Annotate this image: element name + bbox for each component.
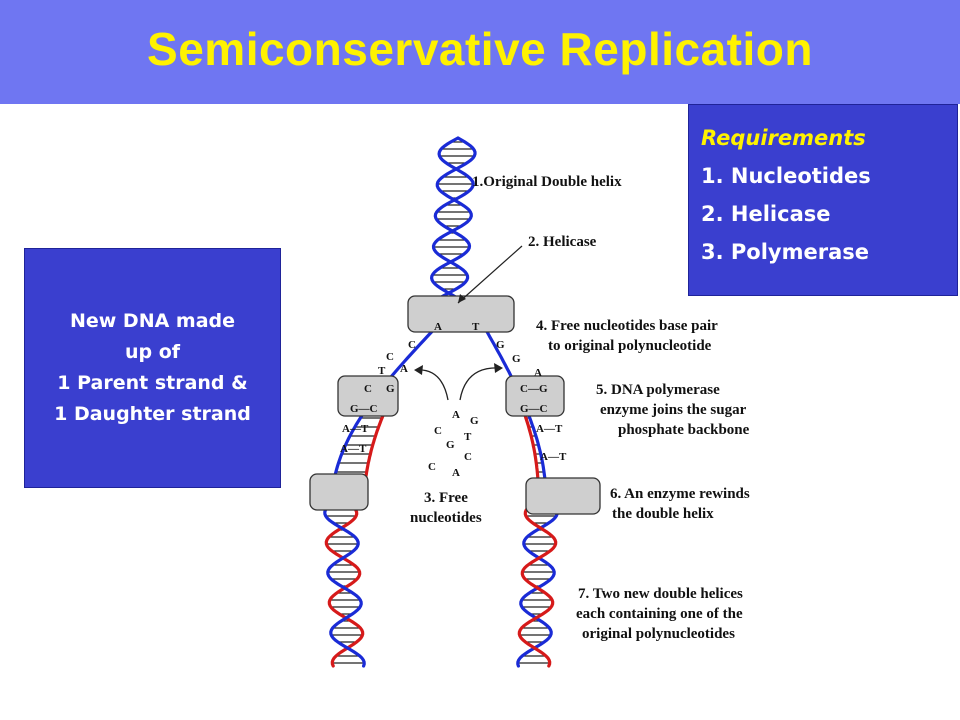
label-two-helices-1: 7. Two new double helices: [578, 586, 743, 602]
base-letter: A—T: [342, 423, 369, 435]
parent-strand-top-a: [431, 136, 477, 304]
parent-strand-left-helix: [323, 496, 366, 668]
requirements-heading: Requirements: [701, 126, 866, 150]
base-letter: G: [512, 353, 521, 365]
base-letter: T: [472, 321, 480, 333]
label-free-nucleotides-2: to original polynucleotide: [548, 338, 712, 354]
info-line-2: up of: [124, 341, 181, 363]
base-letter: C: [386, 351, 394, 363]
free-nucleotide: T: [464, 431, 472, 443]
label-polymerase-2: enzyme joins the sugar: [600, 402, 747, 418]
info-line-4: 1 Daughter strand: [54, 403, 251, 425]
requirements-box: Requirements 1. Nucleotides 2. Helicase …: [688, 104, 958, 296]
base-letter: G: [496, 339, 505, 351]
base-letter: A—T: [340, 443, 367, 455]
free-nucleotide-arrowhead-left: [414, 365, 423, 375]
requirement-item: 1. Nucleotides: [701, 164, 871, 188]
label-rewind-2: the double helix: [612, 506, 714, 522]
base-letter: A: [434, 321, 442, 333]
base-letter: C: [364, 383, 372, 395]
label-original-double-helix: 1.Original Double helix: [472, 174, 622, 190]
label-free-nucleotides-1: 4. Free nucleotides base pair: [536, 318, 718, 334]
base-letter: A—T: [536, 423, 563, 435]
label-two-helices-2: each containing one of the: [576, 606, 743, 622]
helicase-pointer-arrowhead: [458, 294, 466, 303]
free-nucleotide: G: [470, 415, 479, 427]
free-nucleotide-arrow-left: [415, 369, 449, 401]
parent-strand-right-helix: [516, 496, 559, 668]
requirement-item: 2. Helicase: [701, 202, 831, 226]
free-nucleotide: A: [452, 409, 460, 421]
parent-strand-top-b: [429, 136, 475, 304]
info-line-1: New DNA made: [69, 310, 236, 332]
requirement-item: 3. Polymerase: [701, 240, 869, 264]
title-bar: Semiconservative Replication: [0, 0, 960, 104]
label-helicase: 2. Helicase: [528, 234, 597, 250]
polymerase-enzyme-right: [505, 375, 565, 417]
free-nucleotide: C: [464, 451, 472, 463]
base-pair-rungs: [325, 141, 557, 664]
label-polymerase-3: phosphate backbone: [618, 422, 750, 438]
polymerase-enzyme-left: [337, 375, 399, 417]
base-letter: T: [378, 365, 386, 377]
label-two-helices-3: original polynucleotides: [582, 626, 735, 642]
label-free-nucleotides-step3-2: nucleotides: [410, 510, 482, 526]
helicase-pointer-line: [457, 245, 523, 304]
base-letter: G—C: [520, 403, 548, 415]
info-line-3: 1 Parent strand &: [57, 372, 248, 394]
label-free-nucleotides-step3-1: 3. Free: [424, 490, 468, 506]
label-rewind-1: 6. An enzyme rewinds: [610, 486, 750, 502]
free-nucleotide: C: [428, 461, 436, 473]
base-letter: C—G: [520, 383, 548, 395]
free-nucleotide: C: [434, 425, 442, 437]
base-letter: A: [534, 367, 542, 379]
daughter-strand-right-helix: [517, 496, 558, 668]
free-nucleotide-arrowhead-right: [494, 363, 503, 373]
replication-diagram: 1.Original Double helix 2. Helicase 4. F…: [309, 136, 750, 668]
free-nucleotide: A: [452, 467, 460, 479]
daughter-strand-left-helix: [324, 496, 365, 668]
base-letter: A—T: [540, 451, 567, 463]
rewind-enzyme-left: [309, 473, 369, 511]
rewind-enzyme-right: [525, 477, 601, 515]
base-letter: G: [386, 383, 395, 395]
free-nucleotide: G: [446, 439, 455, 451]
label-polymerase-1: 5. DNA polymerase: [596, 382, 720, 398]
base-letter: A: [400, 363, 408, 375]
free-nucleotide-arrow-right: [459, 367, 501, 401]
new-dna-info-box: New DNA made up of 1 Parent strand & 1 D…: [24, 248, 281, 488]
base-letter: C: [408, 339, 416, 351]
slide-title: Semiconservative Replication: [147, 23, 813, 75]
base-letter: G—C: [350, 403, 378, 415]
